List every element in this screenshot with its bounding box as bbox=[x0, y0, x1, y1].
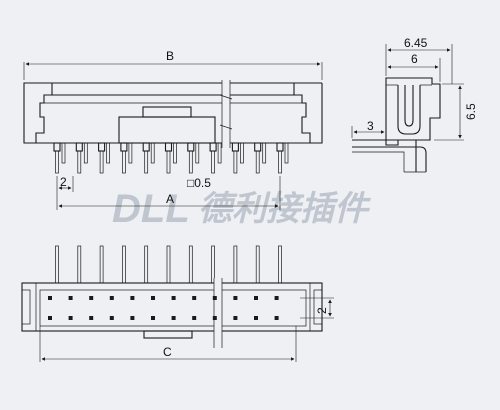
front-pin bbox=[231, 142, 244, 174]
pin-hole bbox=[254, 296, 258, 300]
dim-pin-label: □0.5 bbox=[187, 176, 211, 190]
front-pin bbox=[98, 142, 110, 174]
pin-hole bbox=[68, 296, 73, 300]
top-pin-tail bbox=[55, 245, 59, 284]
pin-hole bbox=[171, 296, 176, 300]
top-pin-tail bbox=[99, 245, 104, 284]
pin-hole bbox=[254, 316, 258, 320]
side-view: 6.45 6 6.5 3 bbox=[351, 36, 478, 173]
front-pin bbox=[142, 142, 155, 174]
front-pin bbox=[254, 142, 267, 174]
top-view: 2 C bbox=[21, 245, 334, 362]
pin-hole bbox=[233, 296, 238, 300]
pin-hole bbox=[130, 296, 135, 300]
dim-3-label: 3 bbox=[367, 119, 374, 133]
pin-hole bbox=[109, 296, 114, 300]
front-pin bbox=[120, 142, 133, 174]
top-pin-tail bbox=[211, 245, 215, 284]
dim-6-label: 6 bbox=[411, 52, 418, 66]
top-pin-tail bbox=[122, 245, 126, 284]
pin-hole bbox=[151, 316, 155, 320]
top-pin-tail bbox=[77, 245, 82, 284]
front-pin bbox=[187, 142, 200, 174]
pin-hole bbox=[274, 316, 279, 320]
pin-hole bbox=[171, 316, 176, 320]
front-pin bbox=[75, 142, 88, 174]
top-pin-tail bbox=[188, 245, 193, 284]
pin-hole bbox=[192, 316, 197, 320]
dim-pitch-label: 2 bbox=[60, 175, 67, 189]
pin-hole bbox=[151, 296, 155, 300]
pin-hole bbox=[68, 316, 73, 320]
top-pin-tail bbox=[166, 245, 171, 284]
pin-hole bbox=[274, 296, 279, 300]
pin-hole bbox=[233, 316, 238, 320]
front-pins bbox=[53, 142, 289, 174]
front-pin bbox=[276, 142, 289, 174]
pin-hole bbox=[130, 316, 135, 320]
front-pin bbox=[209, 142, 222, 174]
front-view: B 2 □0.5 A bbox=[23, 49, 323, 210]
top-pin-tail bbox=[233, 245, 238, 284]
pin-hole bbox=[212, 296, 217, 300]
top-pin-tail bbox=[278, 245, 282, 284]
dim-a-label: A bbox=[166, 192, 174, 206]
front-pin bbox=[164, 142, 177, 174]
pin-hole bbox=[192, 296, 197, 300]
front-pin bbox=[53, 142, 66, 174]
pin-hole bbox=[109, 316, 114, 320]
top-view-pin-tails bbox=[55, 245, 282, 284]
pin-hole bbox=[48, 296, 52, 300]
pin-hole bbox=[48, 316, 52, 320]
top-pin-tail bbox=[144, 245, 149, 284]
top-view-pin-holes bbox=[48, 296, 279, 320]
dim-b-label: B bbox=[166, 49, 174, 63]
pin-hole bbox=[89, 296, 94, 300]
dim-645-label: 6.45 bbox=[404, 36, 428, 50]
pin-hole bbox=[212, 316, 217, 320]
dim-65-label: 6.5 bbox=[464, 103, 478, 120]
dim-row-label: 2 bbox=[315, 307, 329, 314]
watermark-brand: DLL bbox=[112, 187, 190, 231]
top-pin-tail bbox=[255, 245, 260, 284]
dim-c-label: C bbox=[163, 345, 172, 359]
watermark-chinese: 德利接插件 bbox=[198, 189, 372, 229]
pin-hole bbox=[89, 316, 94, 320]
